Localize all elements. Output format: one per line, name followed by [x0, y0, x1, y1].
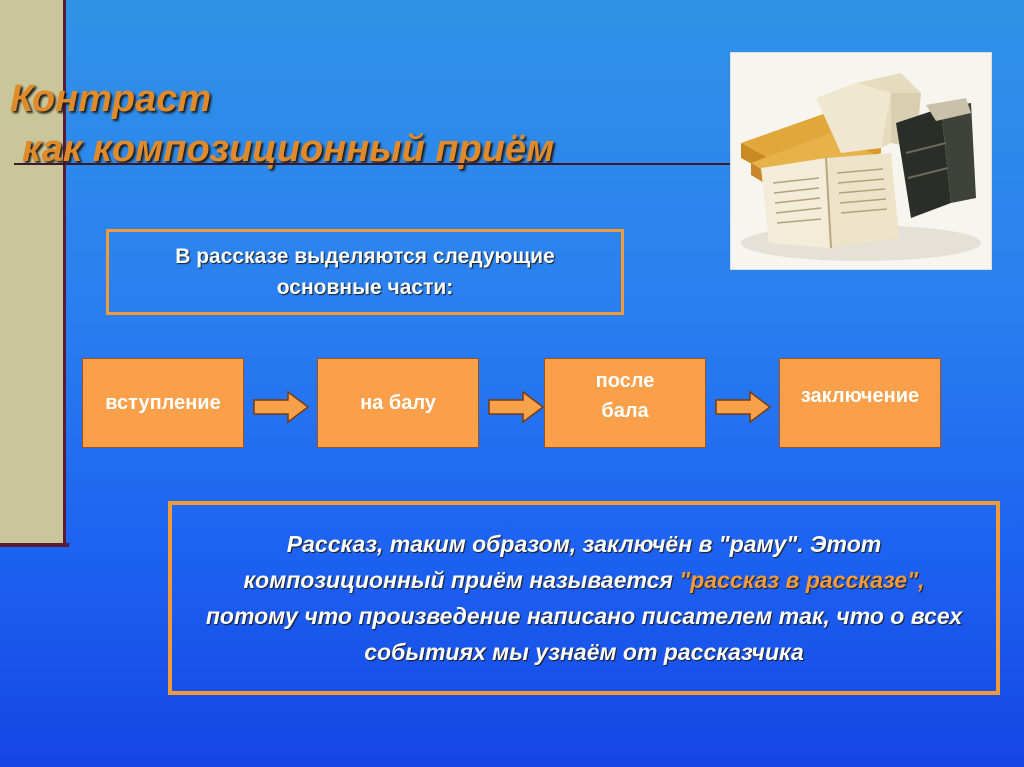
step-conclusion: заключение	[779, 358, 941, 448]
side-bar-rule	[0, 543, 69, 547]
intro-text: В рассказе выделяются следующие основные…	[175, 245, 555, 299]
side-bar	[0, 0, 66, 545]
page-title: Контраст как композиционный приём	[10, 74, 554, 174]
step-label: вступление	[105, 392, 221, 414]
step-at-the-ball: на балу	[317, 358, 479, 448]
step-label: после бала	[595, 370, 655, 422]
right-arrow-icon	[488, 390, 545, 424]
step-label: на балу	[360, 392, 436, 414]
books-photo	[730, 52, 992, 270]
title-line-2: как композиционный приём	[22, 128, 555, 170]
summary-box: Рассказ, таким образом, заключён в "раму…	[168, 501, 1000, 695]
right-arrow-icon	[253, 390, 310, 424]
step-introduction: вступление	[82, 358, 244, 448]
title-line-1: Контраст	[10, 78, 212, 120]
right-arrow-icon	[715, 390, 772, 424]
step-after-the-ball: после бала	[544, 358, 706, 448]
title-underline	[14, 163, 734, 165]
books-illustration	[731, 53, 991, 269]
intro-box: В рассказе выделяются следующие основные…	[106, 229, 624, 315]
summary-part-2: потому что произведение написано писател…	[205, 603, 963, 665]
summary-text: Рассказ, таким образом, заключён в "раму…	[196, 526, 972, 670]
summary-highlight: "рассказ в рассказе",	[679, 567, 925, 593]
step-label: заключение	[800, 385, 920, 407]
summary-part-1: Рассказ, таким образом, заключён в "раму…	[243, 531, 882, 593]
